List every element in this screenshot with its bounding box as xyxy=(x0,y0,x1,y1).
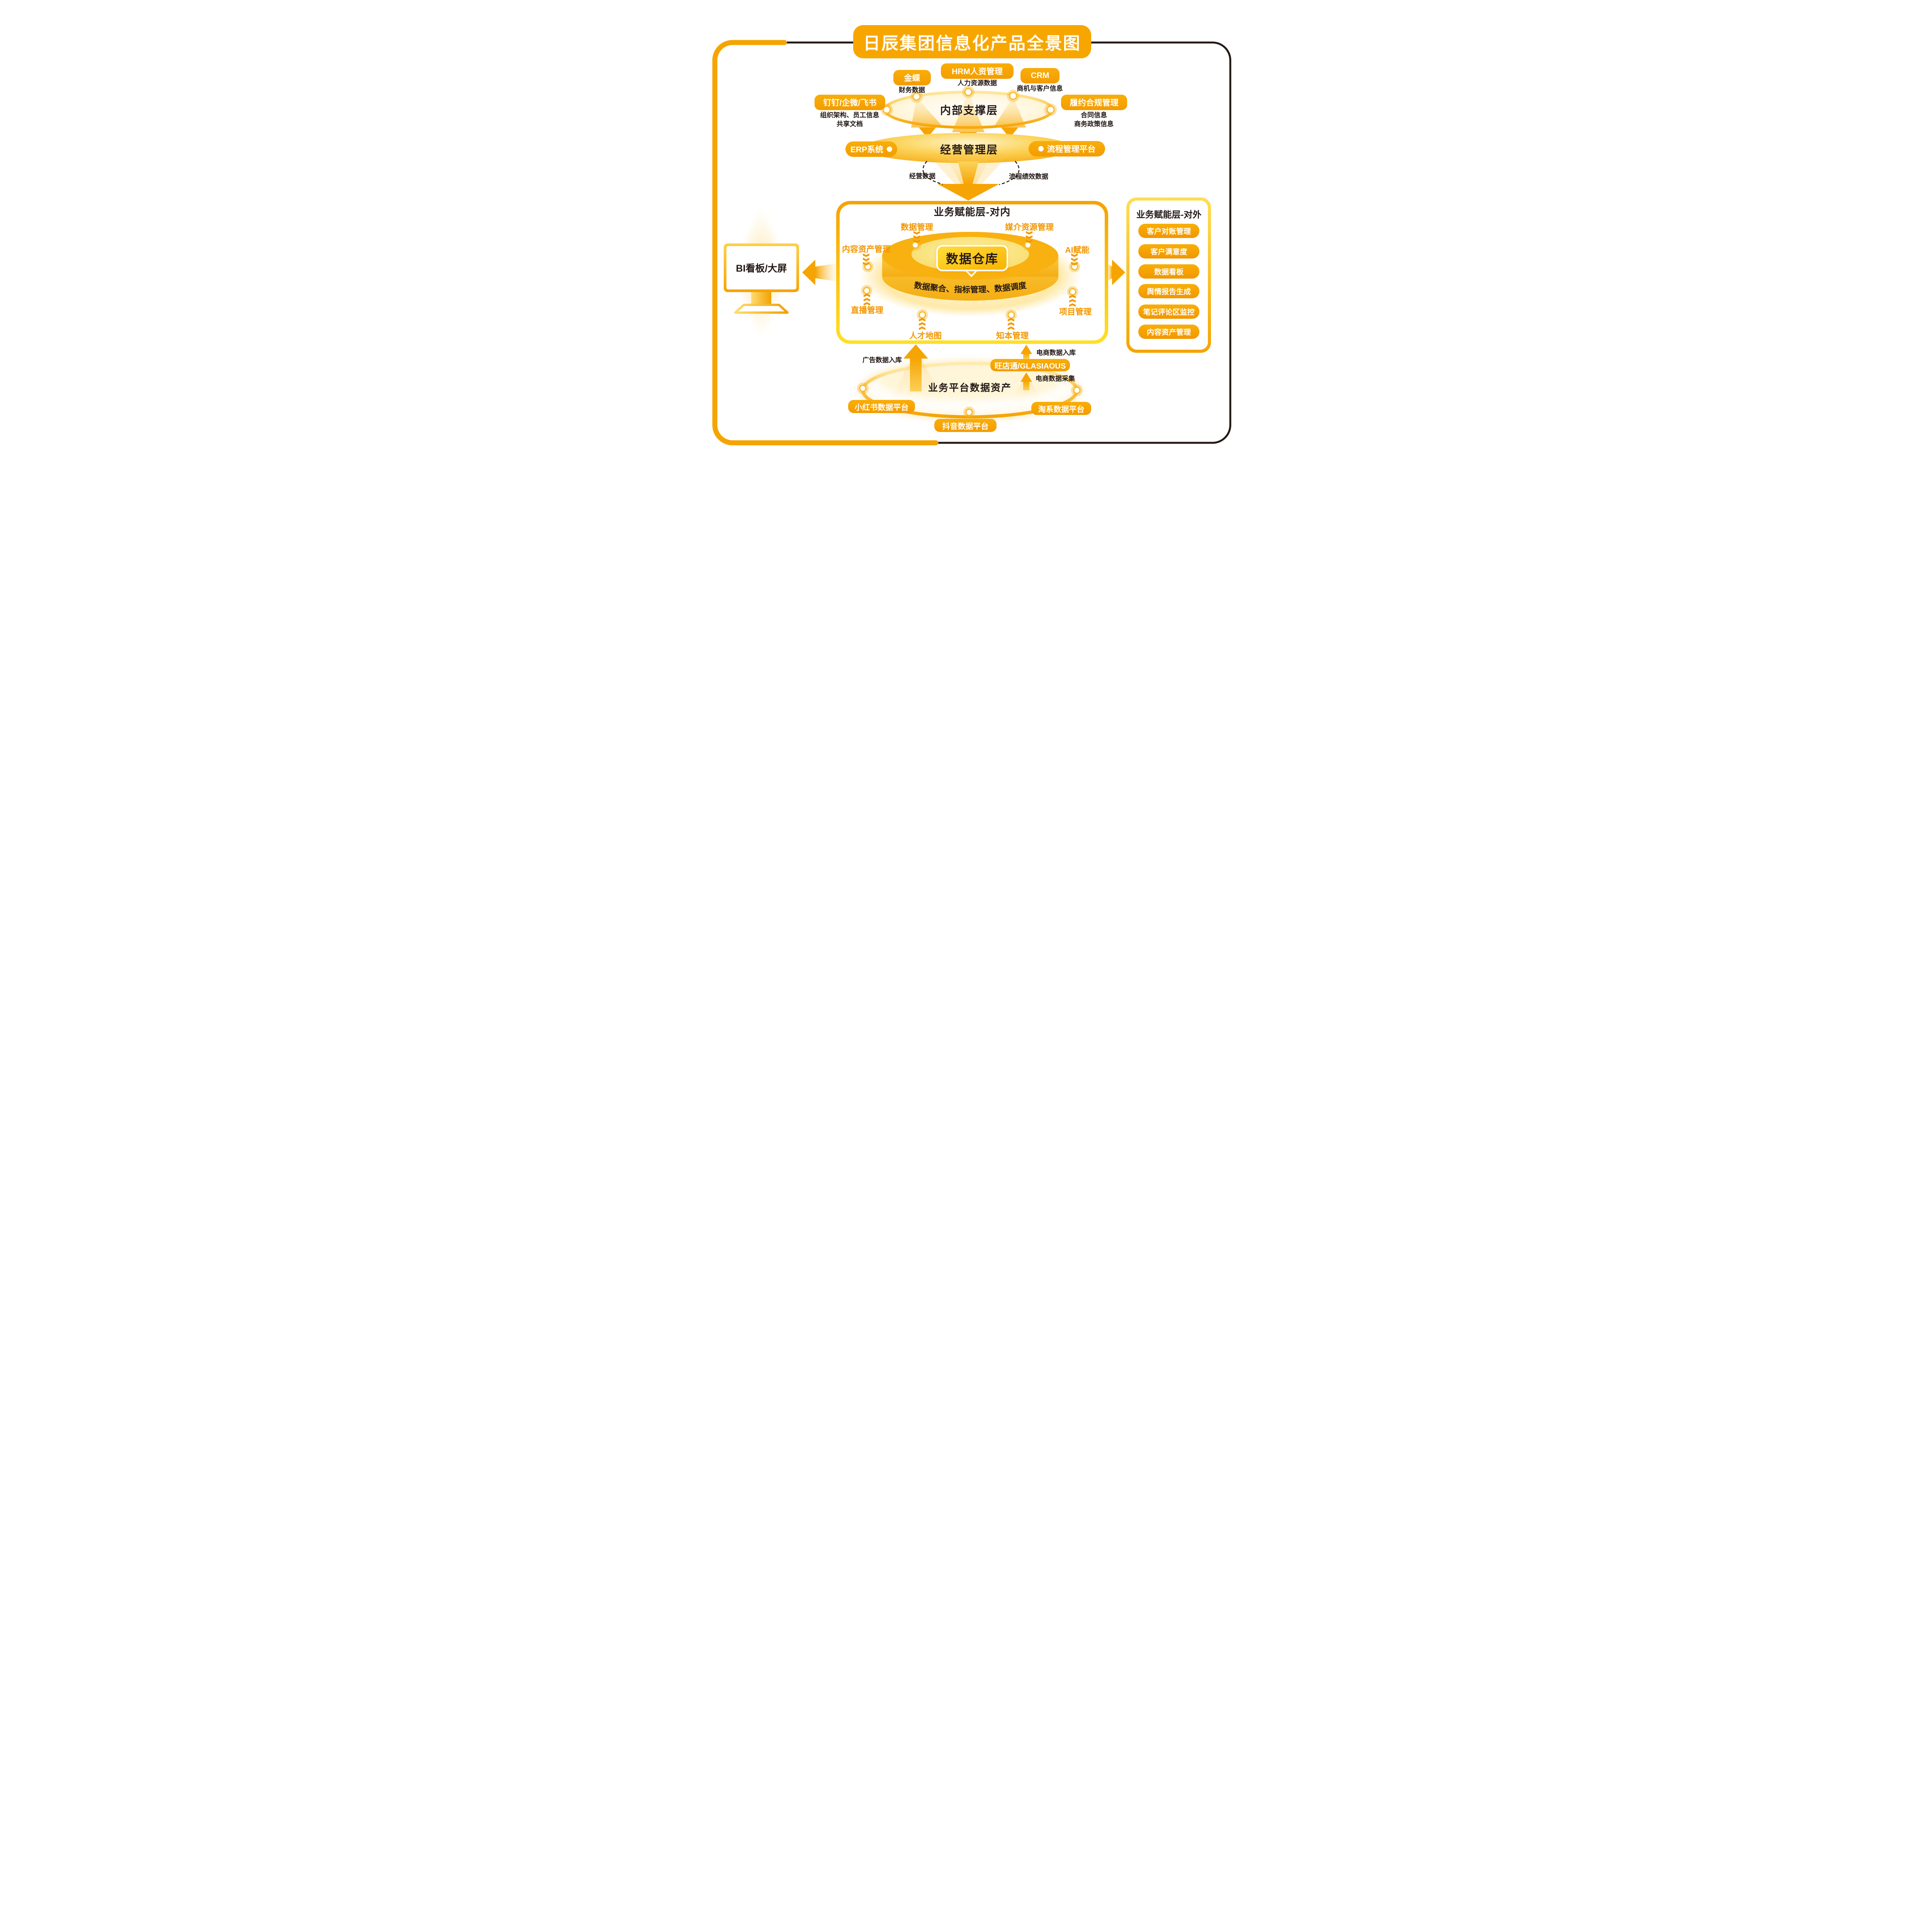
external-item-content-asset: 内容资产管理 xyxy=(1138,325,1199,339)
chevron-down-icon xyxy=(913,231,920,243)
chevron-up-icon xyxy=(1008,318,1014,330)
module-data-mgmt: 数据管理 xyxy=(901,223,933,232)
chevron-up-icon xyxy=(1069,295,1076,307)
bi-monitor: BI看板/大屏 xyxy=(724,243,799,292)
module-media: 媒介资源管理 xyxy=(1005,223,1054,232)
source-compliance-note1: 合同信息 xyxy=(1081,111,1107,119)
connector-dots xyxy=(857,86,1083,418)
source-crm: CRM xyxy=(1020,68,1060,83)
source-dingtalk: 钉钉/企微/飞书 xyxy=(815,95,885,110)
erp-dot xyxy=(887,146,893,152)
diagram-background-layer xyxy=(712,40,1231,446)
bi-monitor-screen: BI看板/大屏 xyxy=(726,246,796,289)
source-compliance-note2: 商务政策信息 xyxy=(1074,120,1114,128)
process-dot xyxy=(1038,146,1044,151)
chevron-down-icon xyxy=(1071,253,1078,265)
page-title: 日辰集团信息化产品全景图 xyxy=(863,34,1081,53)
management-ellipse xyxy=(863,133,1073,163)
enablement-external-title: 业务赋能层-对外 xyxy=(1136,209,1202,219)
ecommerce-ingest-arrow xyxy=(1020,345,1032,359)
warehouse-bubble: 数据仓库 xyxy=(936,245,1008,271)
flow-ad-ingest: 广告数据入库 xyxy=(862,356,902,364)
chevron-down-icon xyxy=(1026,231,1032,243)
bi-monitor-stand xyxy=(734,292,789,314)
source-compliance: 履约合规管理 xyxy=(1061,95,1127,110)
source-crm-note: 商机与客户信息 xyxy=(1017,85,1063,92)
source-kingdee: 金蝶 xyxy=(893,70,931,85)
funnel-arrow xyxy=(927,154,1009,201)
module-project: 项目管理 xyxy=(1059,308,1092,316)
bi-label: BI看板/大屏 xyxy=(736,263,787,274)
source-hrm-note: 人力资源数据 xyxy=(957,79,997,87)
flow-process-kpi: 流程绩效数据 xyxy=(1009,173,1048,180)
source-kingdee-note: 财务数据 xyxy=(899,86,925,94)
ecommerce-collect-arrow xyxy=(1012,372,1043,403)
diagram-canvas: 日辰集团信息化产品全景图 金蝶 财务数据 HRM人资管理 人力资源数据 CRM … xyxy=(657,0,1275,474)
chevron-up-icon xyxy=(919,318,925,330)
flow-ec-ingest: 电商数据入库 xyxy=(1036,349,1076,357)
platform-wdt-pill: 旺店通/GLASIAOUS xyxy=(990,359,1070,371)
platform-title: 业务平台数据资产 xyxy=(928,383,1012,393)
module-knowledge: 知本管理 xyxy=(996,332,1029,340)
platform-douyin-pill: 抖音数据平台 xyxy=(934,419,997,432)
source-dingtalk-note2: 共享文档 xyxy=(837,120,863,128)
chevron-down-icon xyxy=(863,253,869,265)
source-hrm: HRM人资管理 xyxy=(941,63,1014,79)
chevron-up-icon xyxy=(864,294,870,306)
flow-ec-collect: 电商数据采集 xyxy=(1036,375,1075,383)
process-platform-pill: 流程管理平台 xyxy=(1029,141,1105,156)
erp-pill: ERP系统 xyxy=(845,141,897,157)
module-content: 内容资产管理 xyxy=(842,245,891,254)
management-label: 经营管理层 xyxy=(940,144,998,156)
module-live: 直播管理 xyxy=(851,306,883,315)
external-item-satisfaction: 客户满意度 xyxy=(1138,244,1199,259)
external-item-reconciliation: 客户对账管理 xyxy=(1138,224,1199,238)
internal-support-label: 内部支撑层 xyxy=(940,104,998,116)
module-ai: AI赋能 xyxy=(1065,246,1090,255)
external-item-sentiment: 舆情报告生成 xyxy=(1138,284,1199,298)
arrow-to-bi xyxy=(802,260,838,285)
title-banner: 日辰集团信息化产品全景图 xyxy=(853,25,1091,58)
external-item-dashboard: 数据看板 xyxy=(1138,264,1199,279)
platform-xhs-pill: 小红书数据平台 xyxy=(848,400,915,413)
source-dingtalk-note1: 组织架构、员工信息 xyxy=(820,111,879,119)
external-item-comments: 笔记评论区监控 xyxy=(1138,304,1199,319)
module-talent: 人才地图 xyxy=(909,332,942,340)
enablement-internal-title: 业务赋能层-对内 xyxy=(934,206,1011,218)
platform-tao-pill: 淘系数据平台 xyxy=(1031,402,1091,415)
ad-data-arrow xyxy=(887,344,946,405)
flow-ops-data: 经营数据 xyxy=(909,172,935,180)
